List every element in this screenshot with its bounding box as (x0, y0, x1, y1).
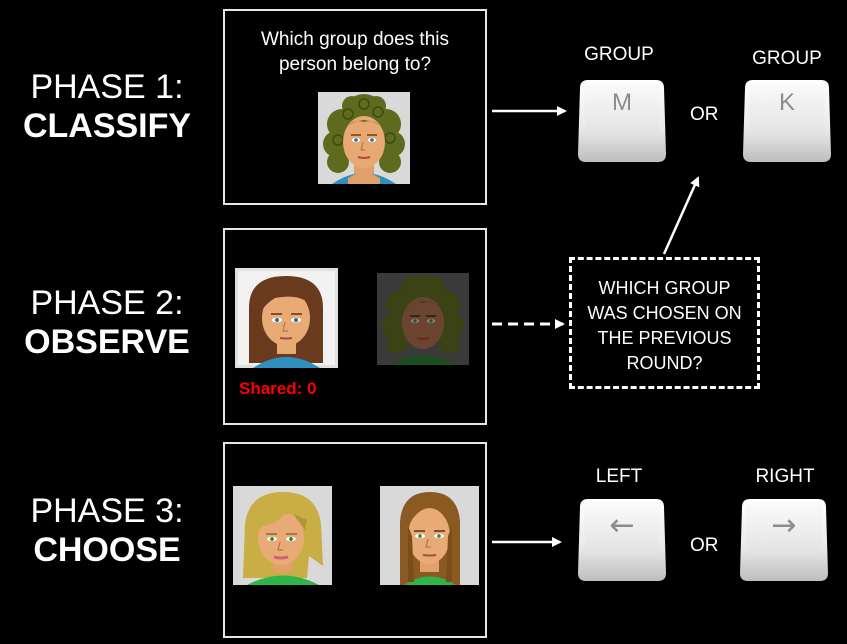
phase2-verb: OBSERVE (24, 323, 190, 362)
question-line2: WAS CHOSEN ON (587, 303, 742, 323)
face-curly-brown-hair (318, 92, 410, 184)
keycap-left-arrow: ← (578, 499, 666, 581)
phase1-key-right-caption: GROUP (752, 48, 822, 69)
previous-round-question: WHICH GROUP WAS CHOSEN ON THE PREVIOUS R… (569, 257, 760, 389)
phase2-screen: Shared: 0 (223, 228, 487, 425)
phase2-number: PHASE 2: (30, 284, 184, 322)
keycap-right-arrow: → (740, 499, 828, 581)
phase3-number: PHASE 3: (30, 492, 184, 530)
phase1-prompt-line2: person belong to? (278, 54, 432, 75)
face-curly-brown-hair-dim (377, 273, 469, 365)
phase1-key-left-caption: GROUP (584, 44, 654, 65)
right-arrow-symbol: → (771, 508, 796, 543)
face-brown-bob (235, 268, 338, 368)
phase1-number: PHASE 1: (30, 68, 184, 106)
phase3-label: PHASE 3: CHOOSE (22, 492, 192, 570)
question-line3: THE PREVIOUS (597, 328, 732, 348)
phase1-or: OR (690, 104, 719, 125)
question-line4: ROUND? (626, 353, 703, 373)
keycap-k: K (743, 80, 831, 162)
phase1-verb: CLASSIFY (22, 107, 192, 146)
phase1-label: PHASE 1: CLASSIFY (22, 68, 192, 146)
phase1-prompt-line1: Which group does this (261, 29, 449, 50)
phase3-verb: CHOOSE (33, 531, 181, 570)
phase3-key-right-caption: RIGHT (755, 466, 815, 487)
phase1-prompt: Which group does this person belong to? (225, 27, 485, 77)
phase3-screen (223, 442, 487, 638)
shared-counter: Shared: 0 (239, 379, 317, 398)
left-arrow-symbol: ← (609, 508, 634, 543)
phase1-screen: Which group does this person belong to? (223, 9, 487, 205)
phase3-or: OR (690, 535, 719, 556)
phase3-key-left-caption: LEFT (595, 466, 643, 487)
face-long-brown-hair (380, 486, 479, 585)
face-blonde-hair (233, 486, 332, 585)
keycap-k-letter: K (779, 89, 795, 116)
arrow-question-to-keys (662, 176, 700, 255)
phase2-label: PHASE 2: OBSERVE (22, 284, 192, 362)
keycap-m-letter: M (612, 89, 632, 116)
keycap-m: M (578, 80, 666, 162)
question-line1: WHICH GROUP (598, 278, 731, 298)
